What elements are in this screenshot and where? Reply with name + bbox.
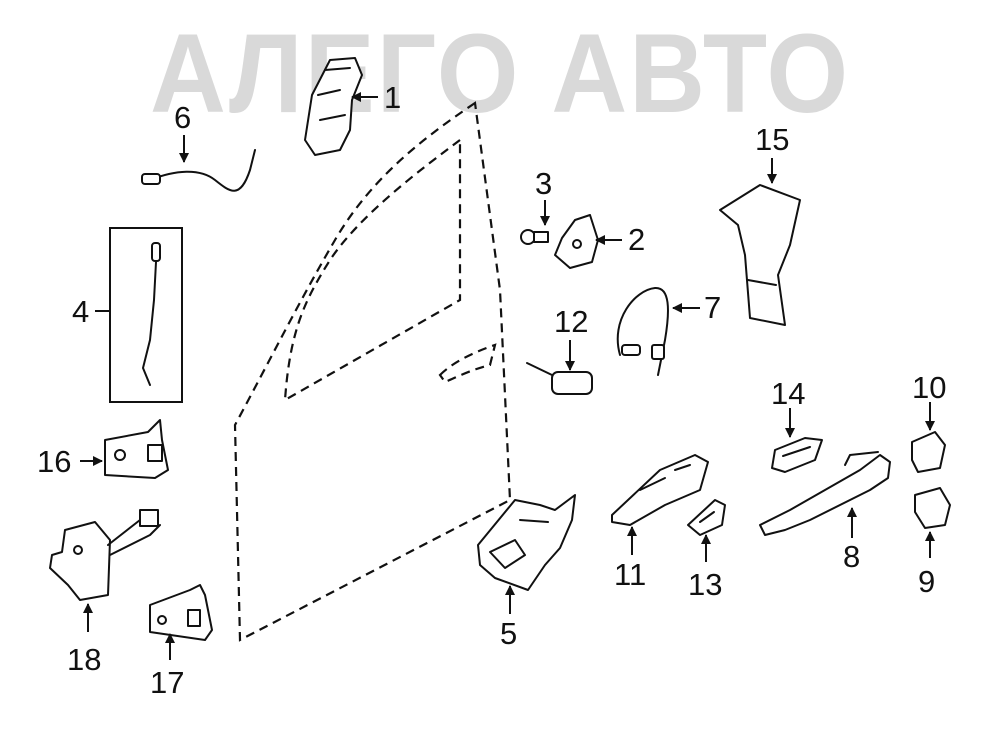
part-13-pad (687, 499, 726, 536)
part-8-handle (759, 451, 891, 536)
part-2-clip (554, 214, 599, 269)
callout-15: 15 (755, 122, 789, 157)
callout-1: 1 (384, 80, 401, 115)
callout-9: 9 (918, 564, 935, 599)
callout-17: 17 (150, 665, 184, 700)
part-12-actuator (526, 362, 593, 395)
callout-12: 12 (554, 304, 588, 339)
callout-7: 7 (704, 290, 721, 325)
part-17-hinge (149, 584, 213, 641)
part-4-rod (109, 227, 183, 403)
callout-10: 10 (912, 370, 946, 405)
part-3-bolt (520, 229, 549, 245)
watermark-text: АЛЕГО АВТО (150, 11, 850, 136)
callout-3: 3 (535, 166, 552, 201)
part-5-latch (477, 494, 576, 591)
callout-8: 8 (843, 539, 860, 574)
callout-11: 11 (614, 557, 646, 592)
part-18-door-check (49, 509, 161, 601)
door-outline (233, 101, 512, 642)
part-15-lining (719, 184, 801, 326)
part-16-bracket (104, 419, 169, 479)
part-11-frame (611, 454, 709, 526)
callout-5: 5 (500, 616, 517, 651)
callout-14: 14 (771, 376, 805, 411)
part-14-gasket (771, 437, 823, 473)
part-7-cable (616, 286, 669, 376)
part-9-cap (914, 487, 951, 529)
callout-18: 18 (67, 642, 101, 677)
callout-2: 2 (628, 222, 645, 257)
callout-13: 13 (688, 567, 722, 602)
callout-4: 4 (72, 294, 89, 329)
part-10-cap (911, 431, 946, 473)
callout-6: 6 (174, 100, 191, 135)
watermark-logo: АЛЕГО АВТО (150, 11, 850, 136)
part-6-cable (141, 149, 256, 192)
callout-16: 16 (37, 444, 71, 479)
part-1-lock-bracket (304, 57, 363, 156)
